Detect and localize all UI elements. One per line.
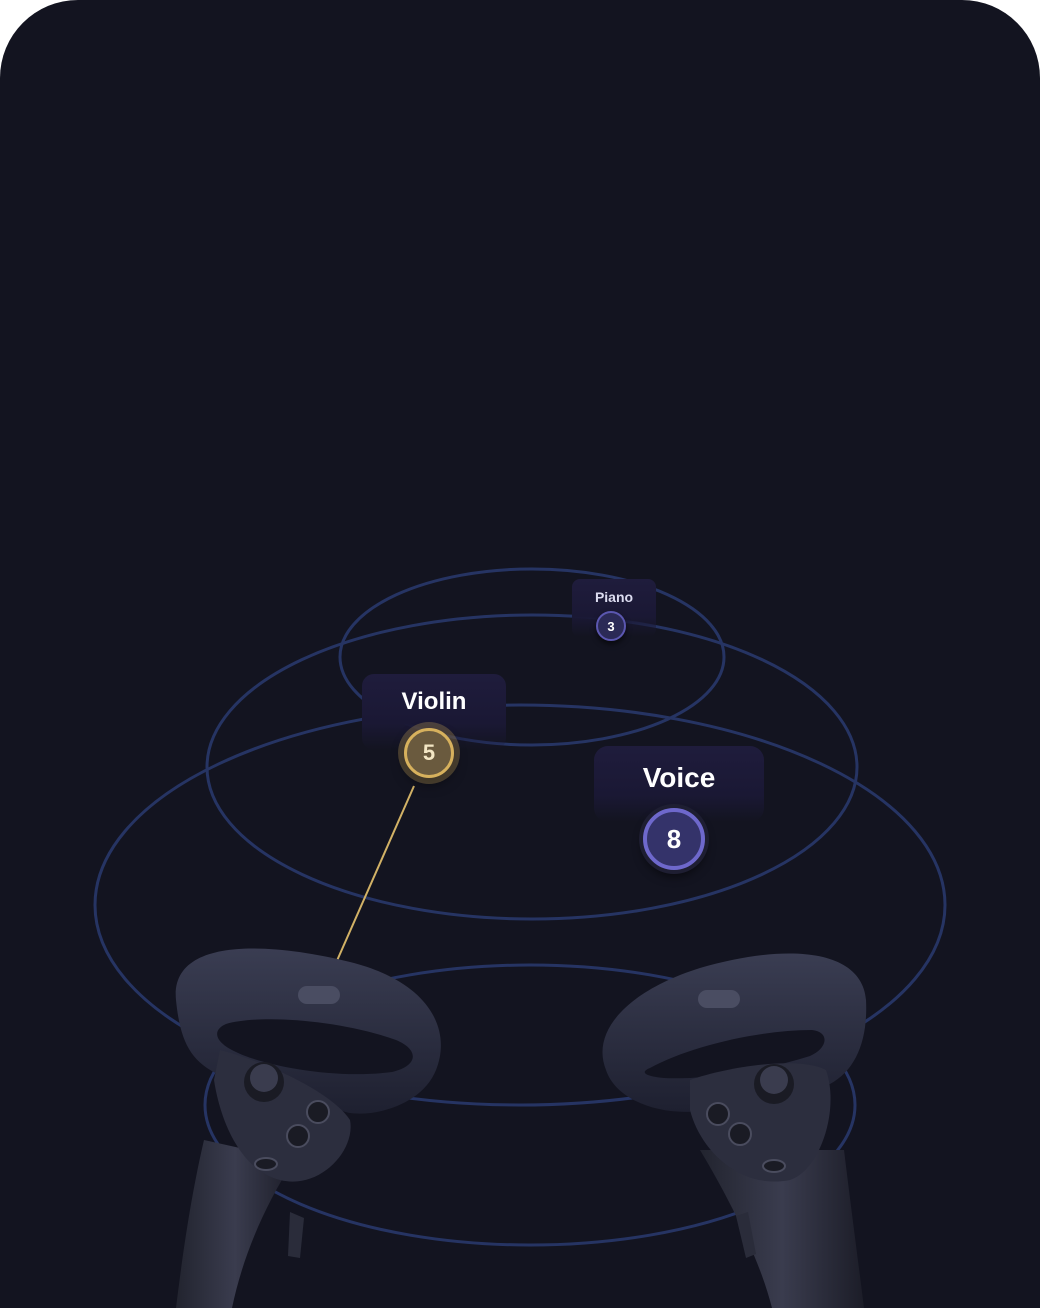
instrument-count-badge-piano[interactable]: 3 — [596, 611, 626, 641]
orbit-ring-inner — [338, 567, 726, 747]
orbit-ring-lower — [203, 963, 857, 1247]
pointer-ray — [331, 785, 415, 973]
orbit-rings — [93, 567, 947, 1247]
instrument-label-voice: Voice — [642, 762, 716, 793]
right-vr-controller-icon[interactable] — [602, 953, 867, 1308]
instrument-tag-violin[interactable]: Violin — [362, 674, 506, 750]
instrument-label-violin: Violin — [401, 688, 467, 715]
instrument-tag-piano[interactable]: Piano — [572, 579, 656, 637]
left-vr-controller-icon[interactable] — [175, 948, 441, 1308]
instrument-count-badge-voice[interactable]: 8 — [643, 808, 705, 870]
instrument-label-piano: Piano — [594, 589, 634, 605]
orbit-ring-middle — [205, 613, 859, 921]
orbit-ring-outer — [93, 703, 947, 1107]
instrument-count-badge-violin[interactable]: 5 — [404, 728, 454, 778]
